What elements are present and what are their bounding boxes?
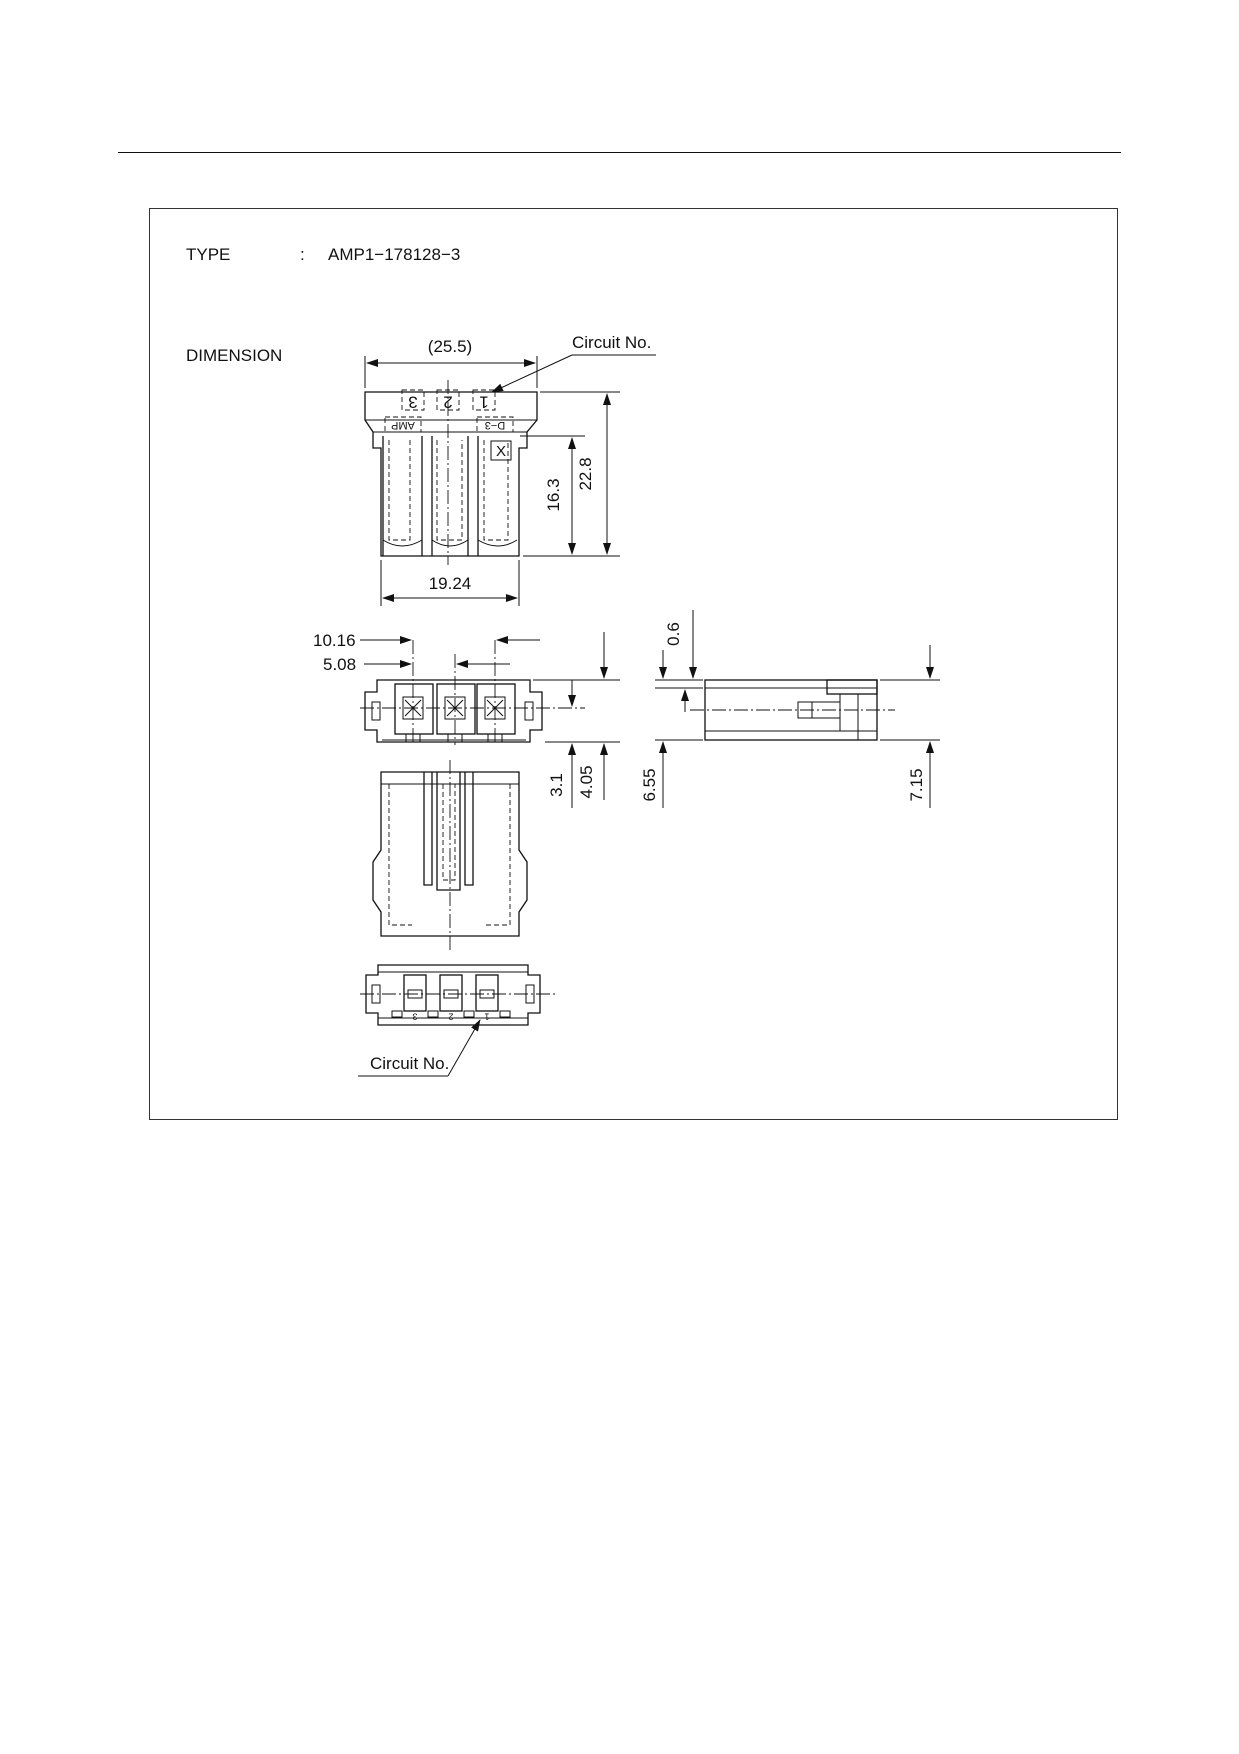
- dim-pitch: 5.08: [323, 655, 356, 674]
- front-view: [360, 640, 585, 745]
- dim-6-55: 6.55: [640, 768, 659, 801]
- side-view: [690, 679, 895, 741]
- circuit-no-top-label: Circuit No.: [572, 333, 651, 352]
- mark-x: X: [496, 443, 506, 460]
- marking-amp: AMP: [391, 419, 415, 431]
- dim-pitch-double: 10.16: [313, 631, 356, 650]
- top-view: [364, 380, 538, 565]
- circuit-number-2: 2: [443, 393, 452, 412]
- dim-height-total: 22.8: [576, 457, 595, 490]
- rear-circuit-3: 3: [412, 1012, 417, 1022]
- dimension-label: DIMENSION: [186, 346, 283, 365]
- type-value: AMP1−178128−3: [328, 245, 461, 264]
- dim-0-6: 0.6: [664, 622, 683, 646]
- marking-d3: D−3: [485, 419, 506, 431]
- dim-3-1: 3.1: [547, 773, 566, 797]
- rear-circuit-1: 1: [484, 1012, 489, 1022]
- header-rule: [118, 152, 1121, 153]
- circuit-no-bottom-label: Circuit No.: [370, 1054, 449, 1073]
- rear-circuit-2: 2: [448, 1012, 453, 1022]
- circuit-number-1: 1: [479, 393, 488, 412]
- type-label: TYPE: [186, 245, 231, 264]
- type-separator: :: [300, 245, 305, 264]
- rear-view: [360, 964, 555, 1026]
- dim-body-width: 19.24: [429, 574, 472, 593]
- bottom-view: [372, 760, 528, 950]
- dim-overall-width: (25.5): [428, 337, 472, 356]
- drawing-frame: [149, 208, 1118, 1120]
- circuit-number-3: 3: [408, 393, 417, 412]
- dim-4-05: 4.05: [577, 765, 596, 798]
- dim-height-lower: 16.3: [544, 478, 563, 511]
- dim-7-15: 7.15: [907, 768, 926, 801]
